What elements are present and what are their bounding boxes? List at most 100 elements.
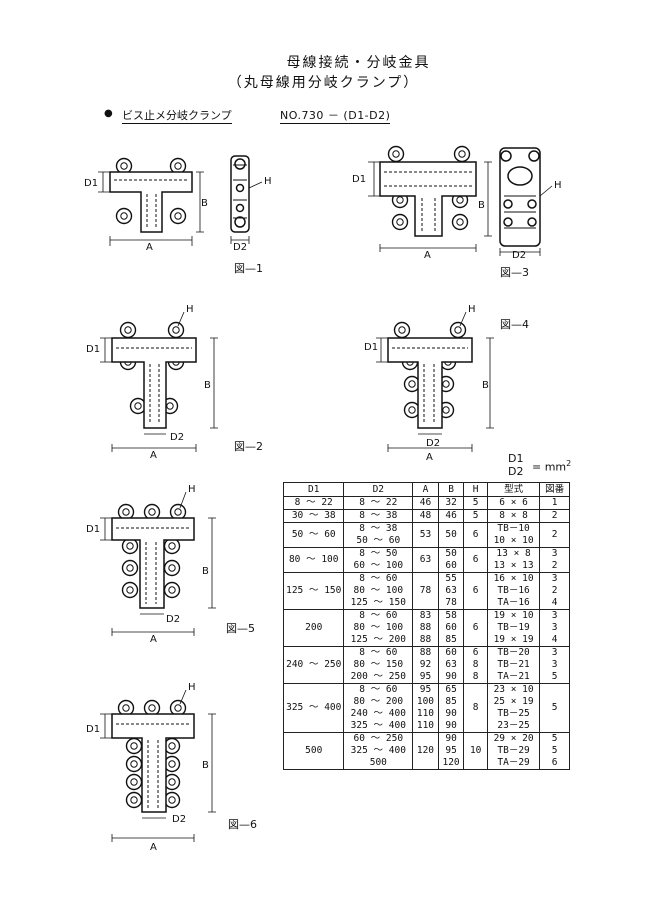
cell-line: 88 xyxy=(419,622,432,633)
cell-line: 8 ～ 60 xyxy=(359,610,398,621)
fig1-d2-label: D2 xyxy=(233,242,247,253)
cell-line: TB－29 xyxy=(497,745,530,756)
cell-line: 8 ～ 22 xyxy=(294,497,333,508)
col-type: 型式 xyxy=(486,482,541,497)
table-cell-b: 50 xyxy=(437,522,465,548)
cell-line: 16 × 10 xyxy=(493,573,534,584)
cell-line: 125 ～ 150 xyxy=(350,597,406,608)
cell-line: 6 xyxy=(551,757,558,768)
table-cell-h: 5 xyxy=(463,496,488,510)
cell-line: TB－20 xyxy=(497,647,530,658)
fig6-a-label: A xyxy=(150,842,157,853)
model-number: NO.730 － (D1-D2) xyxy=(280,109,391,124)
cell-line: 29 × 20 xyxy=(493,733,534,744)
fig5-caption: 図—5 xyxy=(226,622,255,635)
cell-line: 10 xyxy=(469,745,482,756)
cell-line: TA－29 xyxy=(497,757,530,768)
fig6-b-label: B xyxy=(202,760,209,771)
cell-line: 48 xyxy=(419,510,432,521)
cell-line: 25 × 19 xyxy=(493,696,534,707)
fig5-a-label: A xyxy=(150,634,157,645)
cell-line: TB－25 xyxy=(497,708,530,719)
cell-line: TB－19 xyxy=(497,622,530,633)
cell-line: 90 xyxy=(445,733,457,744)
cell-line: 88 xyxy=(419,647,432,658)
fig3-d2-label: D2 xyxy=(512,250,526,261)
cell-line: 78 xyxy=(419,585,432,596)
cell-line: 325 ～ 400 xyxy=(286,702,342,713)
cell-line: TB－16 xyxy=(497,585,530,596)
table-cell-fig: 2 xyxy=(539,509,570,523)
cell-line: 63 xyxy=(419,554,432,565)
table-cell-d1: 30 ～ 38 xyxy=(282,509,345,523)
cell-line: 80 ～ 150 xyxy=(353,659,404,670)
cell-line: 100 xyxy=(416,696,435,707)
cell-line: 120 xyxy=(442,757,460,768)
table-cell-b: 32 xyxy=(437,496,465,510)
cell-line: 6 xyxy=(472,622,479,633)
cell-line: 60 xyxy=(445,622,457,633)
fig6-d1-label: D1 xyxy=(86,724,100,735)
cell-line: 85 xyxy=(445,696,457,707)
unit-exp: 2 xyxy=(566,459,572,468)
cell-line: 5 xyxy=(551,702,558,713)
fig4-a-label: A xyxy=(426,452,433,463)
cell-line: TA－16 xyxy=(497,597,530,608)
cell-line: 30 ～ 38 xyxy=(291,510,336,521)
table-cell-h: 8 xyxy=(463,683,488,733)
table-cell-h: 6 xyxy=(463,572,488,610)
cell-line: TB－10 xyxy=(497,523,530,534)
fig2-d2-label: D2 xyxy=(170,432,184,443)
cell-line: 325 ～ 400 xyxy=(350,745,406,756)
cell-line: 95 xyxy=(445,745,457,756)
cell-line: 8 ～ 60 xyxy=(359,647,398,658)
table-cell-fig: 1 xyxy=(539,496,570,510)
cell-line: 95 xyxy=(419,684,432,695)
cell-line: 6 × 6 xyxy=(499,497,528,508)
cell-line: 50 ～ 60 xyxy=(291,529,336,540)
cell-line: TB－21 xyxy=(497,659,530,670)
fig2-d1-label: D1 xyxy=(86,344,100,355)
cell-line: 2 xyxy=(551,585,558,596)
unit-note: D1 D2 = mm2 xyxy=(508,452,571,478)
cell-line: 3 xyxy=(551,659,558,670)
cell-line: 8 xyxy=(472,702,479,713)
cell-line: 200 ～ 250 xyxy=(350,671,406,682)
cell-line: 60 ～ 100 xyxy=(353,560,404,571)
fig2-caption: 図—2 xyxy=(234,440,263,453)
fig3-b-label: B xyxy=(478,200,485,211)
cell-line: 13 × 8 xyxy=(496,548,531,559)
col-fig: 図番 xyxy=(539,482,570,497)
cell-line: 60 xyxy=(445,647,457,658)
cell-line: 23－25 xyxy=(497,720,530,731)
cell-line: 53 xyxy=(419,529,432,540)
cell-line: 325 ～ 400 xyxy=(350,720,406,731)
cell-line: 80 ～ 100 xyxy=(353,622,404,633)
cell-line: 23 × 10 xyxy=(493,684,534,695)
cell-line: 5 xyxy=(472,497,479,508)
cell-line: 46 xyxy=(419,497,432,508)
cell-line: 88 xyxy=(419,634,432,645)
table-cell-d1: 8 ～ 22 xyxy=(282,496,345,510)
cell-line: 8 ～ 60 xyxy=(359,684,398,695)
cell-line: 5 xyxy=(551,671,558,682)
cell-line: 2 xyxy=(551,560,558,571)
